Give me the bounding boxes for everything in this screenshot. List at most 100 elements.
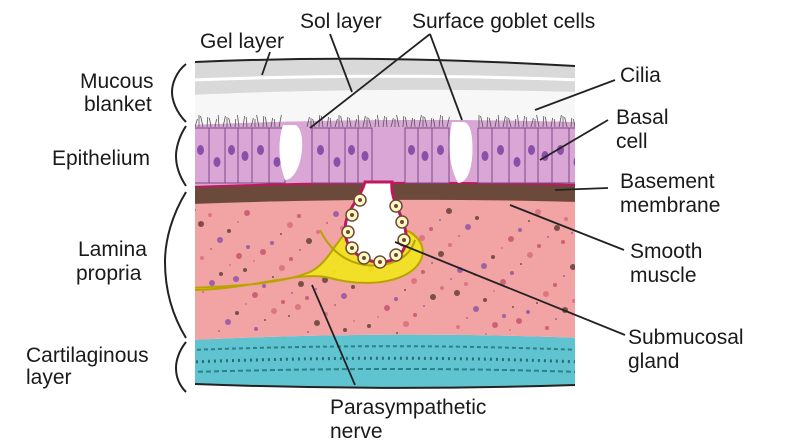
tissue-speckle	[509, 329, 511, 331]
columnar-cell	[432, 128, 449, 183]
tissue-speckle	[264, 319, 266, 321]
tissue-speckle	[508, 236, 514, 242]
label-basement-membrane-line1: Basement	[620, 170, 715, 193]
tissue-speckle	[423, 305, 425, 307]
tissue-speckle	[262, 284, 266, 288]
tissue-speckle	[543, 291, 549, 297]
columnar-cell	[312, 128, 329, 183]
tissue-speckle	[456, 325, 460, 329]
tissue-speckle	[298, 281, 304, 287]
tissue-speckle	[512, 306, 514, 308]
tissue-speckle	[341, 293, 347, 299]
cell-nucleus	[334, 157, 341, 167]
label-sol-layer: Sol layer	[300, 10, 382, 33]
label-cilia: Cilia	[620, 64, 661, 87]
tissue-speckle	[218, 330, 220, 332]
cell-nucleus	[482, 151, 489, 161]
columnar-cell	[405, 128, 418, 183]
tissue-speckle	[254, 327, 258, 331]
left-brackets	[165, 64, 186, 392]
columnar-cell	[525, 128, 538, 183]
tissue-speckle	[237, 221, 239, 223]
tissue-speckle	[430, 294, 436, 300]
tissue-speckle	[326, 222, 328, 224]
tissue-speckle	[236, 253, 242, 259]
cell-nucleus	[574, 157, 581, 167]
gland-cell-nucleus	[378, 260, 382, 264]
label-gel-layer: Gel layer	[200, 30, 284, 53]
tissue-speckle	[561, 240, 565, 244]
tissue-speckle	[458, 235, 460, 237]
tissue-speckle	[289, 257, 293, 261]
tissue-speckle	[227, 229, 231, 233]
tissue-speckle	[245, 303, 247, 305]
cell-nucleus	[214, 157, 221, 167]
tissue-speckle	[260, 249, 266, 255]
tissue-speckle	[229, 264, 231, 266]
tissue-speckle	[527, 252, 533, 258]
tissue-speckle	[343, 328, 347, 332]
label-lamina-propria-line2: propria	[76, 262, 141, 285]
tissue-speckle	[572, 299, 576, 303]
cell-nucleus	[362, 151, 369, 161]
label-cartilaginous-layer-line2: layer	[26, 366, 72, 389]
tissue-speckle	[510, 271, 514, 275]
tissue-speckle	[475, 216, 479, 220]
tissue-speckle	[243, 268, 247, 272]
cell-nucleus	[228, 145, 235, 155]
tissue-speckle	[491, 255, 495, 259]
columnar-cell	[492, 128, 509, 183]
gland-cell-nucleus	[346, 230, 350, 234]
tissue-speckle	[235, 311, 239, 315]
tissue-speckle	[225, 319, 231, 325]
tissue-speckle	[270, 241, 274, 245]
cell-nucleus	[257, 145, 264, 155]
tissue-speckle	[440, 286, 444, 290]
tissue-speckle	[244, 210, 250, 216]
tissue-speckle	[429, 227, 433, 231]
tissue-speckle	[353, 320, 355, 322]
tissue-speckle	[528, 220, 530, 222]
tissue-speckle	[314, 320, 320, 326]
label-surface-goblet-cells: Surface goblet cells	[412, 10, 595, 33]
tissue-speckle	[421, 270, 425, 274]
cartilaginous-layer-band	[190, 335, 580, 390]
columnar-cell	[329, 128, 345, 183]
tissue-speckle	[535, 209, 541, 215]
tissue-speckle	[493, 290, 495, 292]
label-submucosal-gland-line2: gland	[628, 350, 679, 373]
cell-nucleus	[317, 145, 324, 155]
cell-nucleus	[348, 145, 355, 155]
tissue-speckle	[520, 263, 522, 265]
tissue-speckle	[288, 315, 290, 317]
label-smooth-muscle-line1: Smooth	[630, 240, 702, 263]
tissue-speckle	[413, 313, 417, 317]
tissue-speckle	[439, 219, 441, 221]
label-basement-membrane-line2: membrane	[620, 194, 720, 217]
label-lamina-propria-line1: Lamina	[78, 238, 147, 261]
tissue-speckle	[209, 280, 215, 286]
columnar-cell	[509, 128, 525, 183]
tissue-speckle	[404, 289, 406, 291]
tissue-speckle	[481, 263, 487, 269]
gland-cell-nucleus	[402, 238, 406, 242]
tissue-speckle	[483, 298, 487, 302]
tissue-speckle	[563, 275, 565, 277]
tissue-speckle	[438, 251, 444, 257]
tissue-speckle	[501, 247, 503, 249]
tissue-speckle	[394, 297, 398, 301]
tissue-speckle	[272, 276, 274, 278]
tissue-speckle	[555, 318, 557, 320]
label-submucosal-gland-line1: Submucosal	[628, 326, 744, 349]
gland-cell-nucleus	[350, 213, 354, 217]
tissue-speckle	[217, 237, 223, 243]
tissue-speckle	[271, 308, 277, 314]
tissue-speckle	[246, 245, 250, 249]
tissue-speckle	[305, 296, 309, 300]
tissue-speckle	[295, 304, 301, 310]
columnar-cell	[569, 128, 585, 183]
tissue-speckle	[403, 321, 409, 327]
columnar-cell	[252, 128, 269, 183]
tissue-speckle	[518, 228, 522, 232]
